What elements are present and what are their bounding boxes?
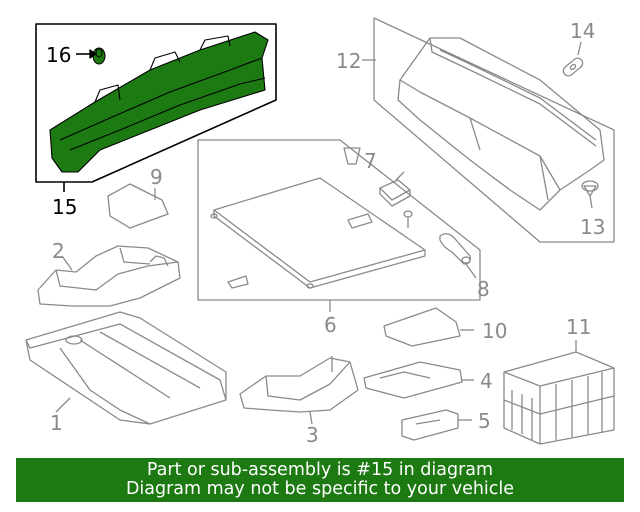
part-2-shape[interactable]: [37, 245, 181, 307]
callout-14: 14: [570, 19, 595, 43]
callout-13: 13: [580, 215, 605, 239]
leader-16-arrow: [89, 49, 97, 59]
callout-3: 3: [306, 423, 319, 447]
part-15-frame: [35, 23, 277, 183]
banner-line-1: Part or sub-assembly is #15 in diagram: [146, 460, 494, 480]
part-13-shape[interactable]: [581, 180, 599, 209]
part-10-shape[interactable]: [383, 307, 474, 347]
callout-16: 16: [46, 43, 71, 67]
callout-15: 15: [52, 195, 77, 219]
callout-6: 6: [324, 313, 337, 337]
callout-7: 7: [364, 149, 377, 173]
part-3-shape[interactable]: [239, 356, 359, 425]
part-14-shape[interactable]: [561, 41, 584, 78]
part-6-group[interactable]: [197, 139, 481, 312]
part-12-group[interactable]: [362, 17, 615, 243]
part-6-frame: [197, 139, 481, 301]
part-12-shape[interactable]: [397, 37, 605, 211]
part-1-shape[interactable]: [25, 311, 227, 425]
callout-10: 10: [482, 319, 507, 343]
part-7-shape[interactable]: [343, 147, 413, 228]
part-9-shape[interactable]: [107, 183, 169, 229]
part-4-shape[interactable]: [363, 361, 474, 399]
callout-2: 2: [52, 239, 65, 263]
callout-5: 5: [478, 409, 491, 433]
callout-8: 8: [477, 277, 490, 301]
part-15-group[interactable]: [35, 23, 277, 192]
part-15-shape[interactable]: [49, 31, 269, 173]
part-16-clip[interactable]: [92, 47, 106, 65]
callout-12: 12: [336, 49, 361, 73]
callout-9: 9: [150, 165, 163, 189]
banner-line-2: Diagram may not be specific to your vehi…: [125, 479, 515, 499]
part-6-shape[interactable]: [210, 177, 426, 289]
part-11-shape[interactable]: [503, 340, 615, 445]
callout-11: 11: [566, 315, 591, 339]
part-8-shape[interactable]: [439, 233, 477, 279]
callout-1: 1: [50, 411, 63, 435]
part-5-shape[interactable]: [401, 409, 472, 441]
fitment-banner: Part or sub-assembly is #15 in diagram D…: [16, 458, 624, 502]
part-12-frame: [373, 17, 615, 243]
callout-4: 4: [480, 369, 493, 393]
